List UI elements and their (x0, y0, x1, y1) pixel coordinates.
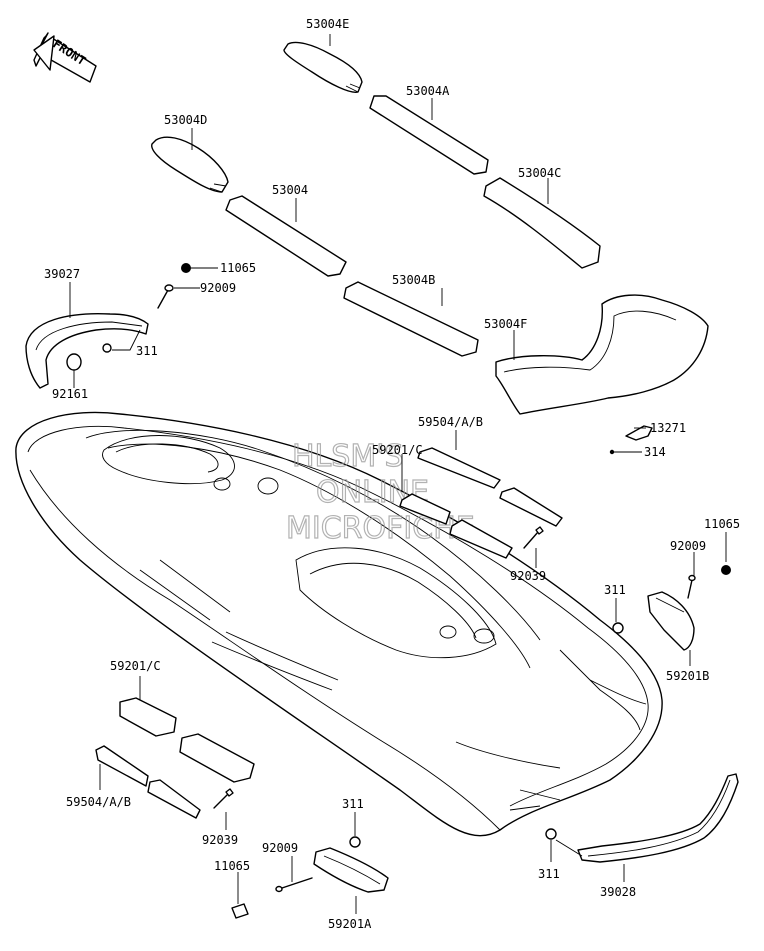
label-311-top: 311 (136, 344, 158, 358)
label-53004F: 53004F (484, 317, 527, 331)
nut-311-top-icon (102, 343, 112, 353)
hull (15, 411, 663, 837)
bumper-39028 (577, 773, 739, 863)
screw-92009-top-icon (157, 284, 174, 309)
label-39028: 39028 (600, 885, 636, 899)
cap-92161-icon (66, 353, 82, 371)
label-92009-bottom: 92009 (262, 841, 298, 855)
mat-53004C (483, 177, 601, 269)
label-59201B: 59201B (666, 669, 709, 683)
label-53004E: 53004E (306, 17, 349, 31)
label-39027: 39027 (44, 267, 80, 281)
label-11065-bottom: 11065 (214, 859, 250, 873)
front-arrow-icon: FRONT (33, 32, 97, 83)
label-53004D: 53004D (164, 113, 207, 127)
label-92161: 92161 (52, 387, 88, 401)
nut-11065-bottom-icon (231, 903, 249, 919)
screw-314-icon (609, 449, 615, 455)
rail-59201C-right (399, 493, 513, 559)
rail-59201B (647, 591, 695, 651)
nut-11065-right-icon (721, 565, 731, 575)
label-11065-top: 11065 (220, 261, 256, 275)
label-59201C-right: 59201/C (372, 443, 423, 457)
screw-92039-right-icon (523, 526, 544, 549)
nut-11065-top-icon (181, 263, 191, 273)
label-311-right: 311 (604, 583, 626, 597)
label-314: 314 (644, 445, 666, 459)
rail-59201C-left (119, 697, 255, 783)
label-13271: 13271 (650, 421, 686, 435)
nut-311-bottom-icon (349, 836, 361, 848)
mat-53004A (369, 95, 489, 175)
label-311-br: 311 (538, 867, 560, 881)
watermark-line-1: HLSM'S (292, 439, 404, 474)
label-92039-right: 92039 (510, 569, 546, 583)
label-59201A: 59201A (328, 917, 372, 931)
mat-53004 (225, 195, 347, 277)
leader-lines (69, 34, 727, 914)
label-311-bottom: 311 (342, 797, 364, 811)
label-92009-right: 92009 (670, 539, 706, 553)
label-59201C-left: 59201/C (110, 659, 161, 673)
label-53004B: 53004B (392, 273, 435, 287)
label-92009-top: 92009 (200, 281, 236, 295)
rail-59201A (313, 847, 389, 893)
part-labels: 53004E 53004A 53004D 53004C 53004 53004B… (44, 17, 740, 931)
label-11065-right: 11065 (704, 517, 740, 531)
label-59504-left: 59504/A/B (66, 795, 131, 809)
label-53004A: 53004A (406, 84, 450, 98)
screw-92009-bottom-icon (275, 877, 313, 893)
label-59504-right: 59504/A/B (418, 415, 483, 429)
nut-311-br-icon (545, 828, 557, 840)
rail-59504-left (95, 745, 201, 819)
screw-92009-right-icon (687, 574, 696, 599)
mat-53004D (151, 136, 229, 193)
label-92039-left: 92039 (202, 833, 238, 847)
screw-92039-left-icon (213, 788, 234, 809)
label-53004C: 53004C (518, 166, 561, 180)
mat-53004E (283, 41, 363, 93)
nut-311-right-icon (612, 622, 624, 634)
rail-59504-right (417, 447, 563, 527)
seat-cover-53004F (495, 294, 709, 415)
mat-53004B (343, 281, 479, 357)
bumper-39027 (25, 313, 149, 389)
label-53004: 53004 (272, 183, 308, 197)
